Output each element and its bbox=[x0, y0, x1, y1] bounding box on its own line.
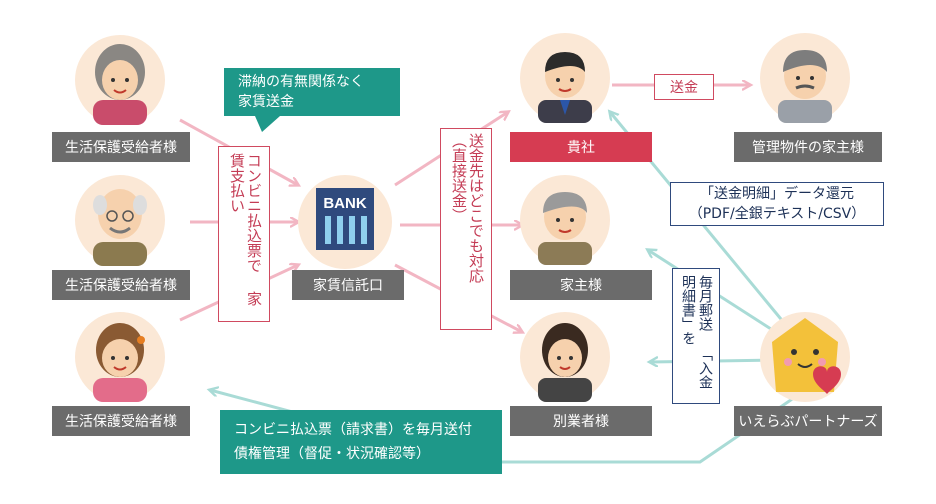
callout-billing: コンビニ払込票（請求書）を毎月送付 債権管理（督促・状況確認等） bbox=[220, 410, 502, 474]
property-owner-label: 管理物件の家主様 bbox=[734, 132, 882, 162]
recipient-mid-label: 生活保護受給者様 bbox=[52, 270, 190, 300]
other-business-label: 別業者様 bbox=[510, 406, 652, 436]
recipient-bot-label: 生活保護受給者様 bbox=[52, 406, 190, 436]
send-col2: （直接送金） bbox=[450, 133, 468, 223]
avatar-company bbox=[520, 33, 610, 123]
conveni-col2: 家賃支払い bbox=[228, 153, 263, 306]
callout-top-tail bbox=[255, 116, 280, 132]
conveni-payment-box: コンビニ払込票で 家賃支払い bbox=[218, 146, 270, 322]
avatar-circles bbox=[75, 33, 850, 402]
monthly-mail-box: 毎月郵送 「入金明細書」を bbox=[672, 268, 720, 404]
statement-data-box: 「送金明細」データ還元 （PDF/全銀テキスト/CSV） bbox=[670, 182, 884, 226]
callout-rent-transfer: 滞納の有無関係なく 家賃送金 bbox=[224, 68, 400, 116]
statement-line2: （PDF/全銀テキスト/CSV） bbox=[688, 206, 866, 222]
company-label: 貴社 bbox=[510, 132, 652, 162]
avatar-recipient-top bbox=[75, 35, 165, 125]
send-anywhere-box: 送金先はどこでも対応 （直接送金） bbox=[440, 128, 492, 330]
bank-icon: BANK bbox=[298, 175, 392, 269]
statement-line1: 「送金明細」データ還元 bbox=[700, 186, 854, 202]
recipient-top-label: 生活保護受給者様 bbox=[52, 132, 190, 162]
monthly-col2: 「入金明細書」を bbox=[680, 275, 713, 389]
avatar-recipient-bot bbox=[75, 312, 165, 402]
callout-bottom-line2: 債権管理（督促・状況確認等） bbox=[234, 446, 430, 462]
partner-label: いえらぶパートナーズ bbox=[734, 406, 882, 436]
callout-top-line1: 滞納の有無関係なく bbox=[238, 74, 364, 90]
callout-top-line2: 家賃送金 bbox=[238, 94, 294, 110]
bank-sign: BANK bbox=[323, 195, 366, 212]
monthly-col1: 毎月郵送 bbox=[697, 275, 713, 331]
send-col1: 送金先はどこでも対応 bbox=[467, 133, 485, 283]
avatar-property-owner bbox=[760, 33, 850, 123]
landlord-label: 家主様 bbox=[510, 270, 652, 300]
partner-mascot-icon bbox=[760, 312, 850, 402]
avatar-other bbox=[520, 312, 610, 402]
avatar-recipient-mid bbox=[75, 175, 165, 266]
conveni-col1: コンビニ払込票で bbox=[245, 153, 263, 273]
avatar-landlord bbox=[520, 175, 610, 265]
callout-bottom-line1: コンビニ払込票（請求書）を毎月送付 bbox=[234, 422, 472, 438]
bank-label: 家賃信託口 bbox=[292, 270, 404, 300]
send-label: 送金 bbox=[654, 74, 714, 100]
